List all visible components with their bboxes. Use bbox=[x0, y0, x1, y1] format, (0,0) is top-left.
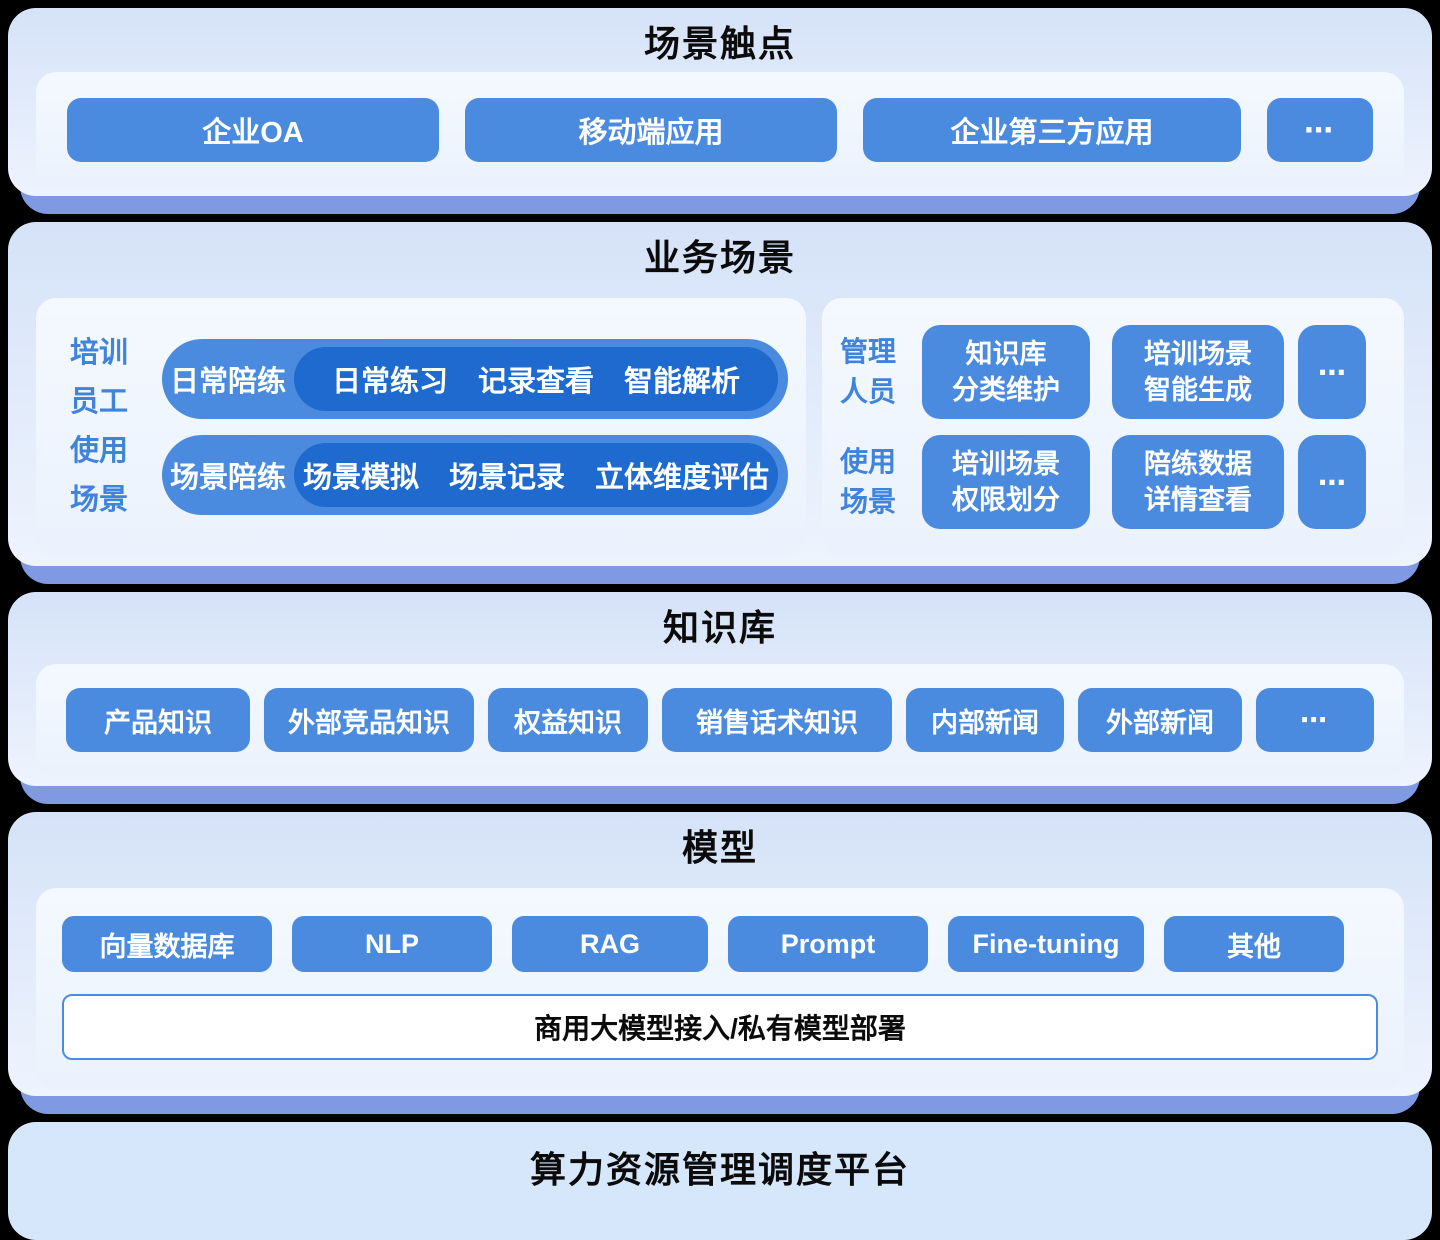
scenario-sparring-label: 场景陪练 bbox=[169, 462, 286, 494]
usage-label-line: 使用 bbox=[840, 446, 897, 477]
manager-label: 管理 人员 bbox=[840, 332, 906, 412]
manager-group-panel: 管理 人员 知识库 分类维护 培训场景 智能生成 ⋯ 使用 bbox=[822, 298, 1404, 556]
node-sparring-data-detail: 陪练数据 详情查看 bbox=[1112, 435, 1284, 529]
spd-line: 权限划分 bbox=[952, 485, 1060, 515]
trainee-label-line: 员工 bbox=[70, 386, 129, 418]
node-mobile-app: 移动端应用 bbox=[465, 98, 837, 162]
node-vector-database: 向量数据库 bbox=[62, 916, 272, 972]
kb-line: 分类维护 bbox=[952, 375, 1060, 405]
trainee-label-line: 培训 bbox=[70, 337, 129, 369]
node-prompt: Prompt bbox=[728, 916, 928, 972]
sdd-line: 陪练数据 bbox=[1144, 449, 1252, 479]
section-model: 模型 向量数据库 NLP RAG Prompt Fine-tuning 其他 商… bbox=[8, 812, 1432, 1114]
daily-sparring-items: 日常练习 记录查看 智能解析 bbox=[294, 347, 778, 411]
section-touchpoints: 场景触点 企业OA 移动端应用 企业第三方应用 ⋯ bbox=[8, 8, 1432, 214]
ellipsis-more-node: ⋯ bbox=[1298, 325, 1366, 419]
usage-label-line: 场景 bbox=[840, 486, 897, 517]
trainee-label-line: 场景 bbox=[70, 484, 129, 516]
business-inner-wrap: 培训 员工 使用 场景 日常陪练 日常练习 记录查看 智能解析 bbox=[36, 298, 1404, 556]
node-external-news: 外部新闻 bbox=[1078, 688, 1242, 752]
tsg-line: 智能生成 bbox=[1144, 375, 1252, 405]
node-third-party-app: 企业第三方应用 bbox=[863, 98, 1241, 162]
node-multi-dimension-eval: 立体维度评估 bbox=[595, 462, 770, 494]
compute-platform-title: 算力资源管理调度平台 bbox=[529, 1149, 910, 1190]
node-scenario-simulation: 场景模拟 bbox=[302, 462, 419, 494]
node-fine-tuning: Fine-tuning bbox=[948, 916, 1144, 972]
compute-platform-panel: 算力资源管理调度平台 bbox=[8, 1122, 1432, 1240]
usage-label: 使用 场景 bbox=[840, 442, 906, 522]
manager-row: 管理 人员 知识库 分类维护 培训场景 智能生成 ⋯ bbox=[840, 325, 1388, 419]
node-daily-practice: 日常练习 bbox=[331, 366, 448, 398]
node-scene-permission-division: 培训场景 权限划分 bbox=[922, 435, 1090, 529]
section-compute-platform: 算力资源管理调度平台 bbox=[8, 1122, 1432, 1240]
node-training-scene-generation: 培训场景 智能生成 bbox=[1112, 325, 1284, 419]
manager-label-line: 管理 bbox=[840, 336, 897, 367]
touchpoints-title: 场景触点 bbox=[643, 23, 796, 64]
model-title: 模型 bbox=[681, 827, 758, 868]
trainee-group-panel: 培训 员工 使用 场景 日常陪练 日常练习 记录查看 智能解析 bbox=[36, 298, 806, 556]
node-scenario-record: 场景记录 bbox=[448, 462, 565, 494]
model-access-banner: 商用大模型接入/私有模型部署 bbox=[62, 994, 1378, 1060]
kb-line: 知识库 bbox=[965, 339, 1047, 369]
node-rights-knowledge: 权益知识 bbox=[488, 688, 648, 752]
model-inner-panel: 向量数据库 NLP RAG Prompt Fine-tuning 其他 商用大模… bbox=[36, 888, 1404, 1090]
model-panel: 模型 向量数据库 NLP RAG Prompt Fine-tuning 其他 商… bbox=[8, 812, 1432, 1096]
scenario-sparring-items: 场景模拟 场景记录 立体维度评估 bbox=[294, 443, 778, 507]
ellipsis-more-node: ⋯ bbox=[1298, 435, 1366, 529]
node-enterprise-oa: 企业OA bbox=[67, 98, 439, 162]
model-node-row: 向量数据库 NLP RAG Prompt Fine-tuning 其他 bbox=[62, 916, 1378, 972]
node-record-view: 记录查看 bbox=[477, 366, 594, 398]
sdd-line: 详情查看 bbox=[1144, 485, 1252, 515]
node-competitor-knowledge: 外部竞品知识 bbox=[264, 688, 474, 752]
node-daily-sparring: 日常陪练 日常练习 记录查看 智能解析 bbox=[162, 339, 788, 419]
node-product-knowledge: 产品知识 bbox=[66, 688, 250, 752]
node-scenario-sparring: 场景陪练 场景模拟 场景记录 立体维度评估 bbox=[162, 435, 788, 515]
node-nlp: NLP bbox=[292, 916, 492, 972]
knowledge-panel: 知识库 产品知识 外部竞品知识 权益知识 销售话术知识 内部新闻 外部新闻 ⋯ bbox=[8, 592, 1432, 786]
trainee-rows: 日常陪练 日常练习 记录查看 智能解析 场景陪练 场景模拟 场景记录 立体维度评… bbox=[162, 339, 806, 515]
daily-sparring-label: 日常陪练 bbox=[169, 366, 286, 398]
trainee-label-line: 使用 bbox=[70, 435, 129, 467]
manager-usage-row: 使用 场景 培训场景 权限划分 陪练数据 详情查看 ⋯ bbox=[840, 435, 1388, 529]
node-kb-category-maintenance: 知识库 分类维护 bbox=[922, 325, 1090, 419]
ellipsis-more-node: ⋯ bbox=[1267, 98, 1373, 162]
touchpoints-inner-panel: 企业OA 移动端应用 企业第三方应用 ⋯ bbox=[36, 72, 1404, 188]
knowledge-inner-panel: 产品知识 外部竞品知识 权益知识 销售话术知识 内部新闻 外部新闻 ⋯ bbox=[36, 664, 1404, 776]
ellipsis-more-node: ⋯ bbox=[1256, 688, 1374, 752]
node-internal-news: 内部新闻 bbox=[906, 688, 1064, 752]
section-knowledge-base: 知识库 产品知识 外部竞品知识 权益知识 销售话术知识 内部新闻 外部新闻 ⋯ bbox=[8, 592, 1432, 804]
tsg-line: 培训场景 bbox=[1144, 339, 1252, 369]
node-other: 其他 bbox=[1164, 916, 1344, 972]
business-title: 业务场景 bbox=[643, 237, 796, 278]
trainee-group-label: 培训 员工 使用 场景 bbox=[70, 329, 162, 525]
section-business-scenarios: 业务场景 培训 员工 使用 场景 日常陪练 日常练习 记录查看 智能解析 bbox=[8, 222, 1432, 584]
manager-label-line: 人员 bbox=[840, 376, 897, 407]
spd-line: 培训场景 bbox=[952, 449, 1060, 479]
knowledge-title: 知识库 bbox=[662, 607, 777, 648]
touchpoints-panel: 场景触点 企业OA 移动端应用 企业第三方应用 ⋯ bbox=[8, 8, 1432, 196]
node-smart-analysis: 智能解析 bbox=[624, 366, 741, 398]
business-panel: 业务场景 培训 员工 使用 场景 日常陪练 日常练习 记录查看 智能解析 bbox=[8, 222, 1432, 566]
node-rag: RAG bbox=[512, 916, 708, 972]
node-sales-script-knowledge: 销售话术知识 bbox=[662, 688, 892, 752]
